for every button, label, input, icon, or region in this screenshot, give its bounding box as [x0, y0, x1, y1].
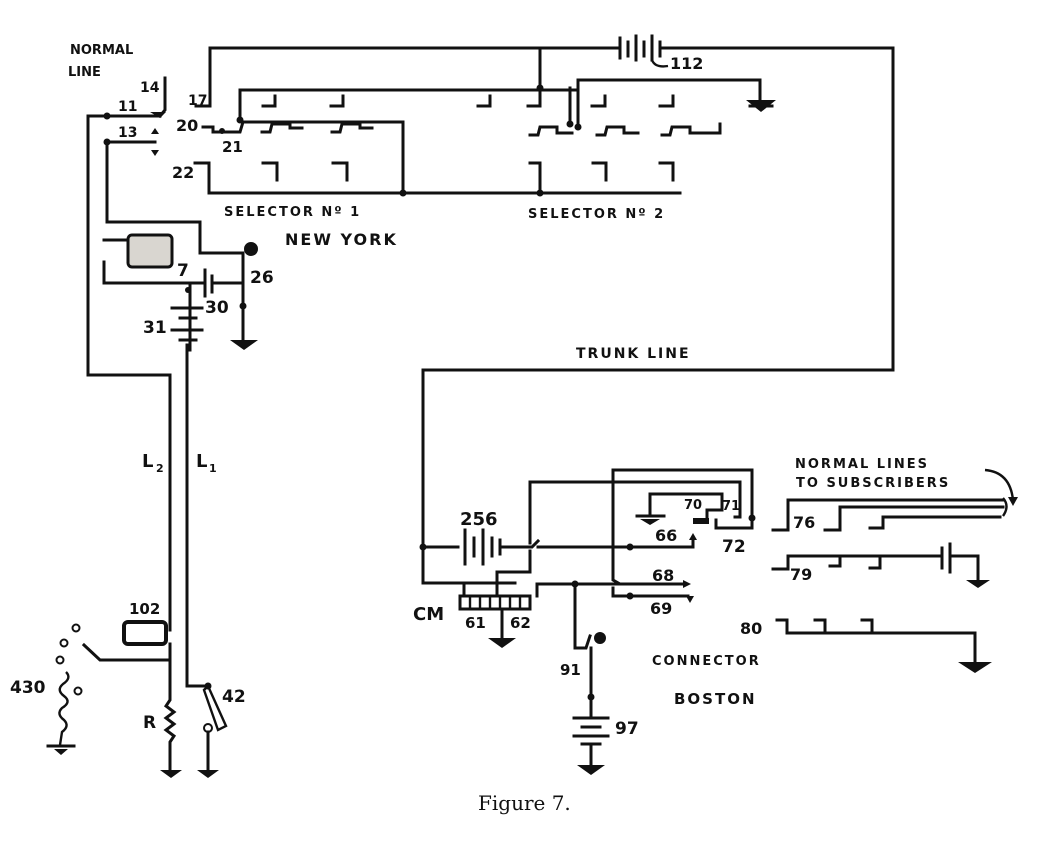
wire-13: [105, 140, 157, 222]
wire-79: [771, 554, 942, 571]
line-L2: [86, 373, 172, 632]
relay-66-armature: [693, 518, 709, 524]
selector-2-wipers: [528, 84, 722, 137]
contact-13-down: [151, 150, 159, 156]
ground-icon: [230, 340, 258, 350]
wire-80: [775, 618, 977, 664]
ground-icon: [488, 638, 516, 648]
coil-CM: [458, 594, 532, 611]
ref-71: 71: [722, 499, 740, 514]
ref-69: 69: [650, 599, 672, 618]
relay-7: [126, 233, 174, 269]
subscriber-station: [46, 343, 228, 778]
ref-30: 30: [205, 298, 229, 318]
ground-icon: [160, 770, 182, 778]
ref-70: 70: [684, 498, 702, 513]
line-L1: [185, 343, 210, 688]
contact-14: [150, 112, 166, 118]
wire-20-wiper: [201, 120, 405, 195]
ref-7: 7: [177, 261, 189, 281]
ref-80: 80: [740, 619, 762, 638]
ref-26: 26: [250, 268, 274, 288]
ref-42: 42: [222, 687, 246, 707]
ref-61: 61: [465, 614, 486, 632]
line-L1-sub: 1: [209, 462, 217, 475]
wire-20-upper: [238, 78, 762, 122]
contact-69: [686, 596, 694, 603]
ref-22: 22: [172, 163, 194, 182]
ref-20: 20: [176, 116, 198, 135]
boston-exchange: [419, 468, 1018, 775]
contact-91: [594, 632, 606, 644]
ref-11: 11: [118, 99, 137, 115]
battery-31: [170, 287, 204, 342]
switch-42: [202, 683, 228, 732]
boston-label: BOSTON: [674, 690, 757, 708]
normal-lines-label: TO SUBSCRIBERS: [796, 476, 950, 491]
ref-79: 79: [790, 565, 812, 584]
normal-line-label: NORMAL: [70, 43, 133, 58]
wire-22-bottom: [193, 161, 682, 195]
ref-91: 91: [560, 661, 581, 679]
ref-76: 76: [793, 513, 815, 532]
resistor-R: [163, 658, 177, 772]
wire-76: [771, 498, 1005, 532]
normal-lines-label: NORMAL LINES: [795, 457, 929, 472]
normal-line-label: LINE: [68, 65, 101, 80]
contact-68: [683, 580, 691, 588]
wire-91: [573, 582, 592, 650]
coil-windings: [468, 596, 522, 609]
selector-bank-lower: [261, 161, 675, 197]
line-L1-label: L: [196, 451, 207, 472]
wire-relay-7: [105, 220, 245, 255]
new-york-exchange: [86, 34, 895, 585]
battery-256: [463, 528, 502, 566]
battery-97: [572, 716, 610, 775]
line-L2-label: L: [142, 451, 153, 472]
ref-256: 256: [460, 509, 498, 530]
trunk-line-label: TRUNK LINE: [576, 346, 691, 362]
condenser-30: [188, 268, 242, 298]
wire-cm-68: [535, 582, 622, 598]
labels: NORMAL LINE 14 11 13 17 20 21 22 112 SEL…: [10, 43, 950, 815]
ref-CM: CM: [413, 604, 444, 625]
ground-icon: [197, 770, 219, 778]
ref-13: 13: [118, 125, 137, 141]
ground-icon: [958, 662, 992, 673]
bell-102: [122, 620, 168, 646]
ref-102: 102: [129, 600, 160, 618]
ref-62: 62: [510, 614, 531, 632]
ref-112: 112: [670, 54, 703, 73]
ref-14: 14: [140, 80, 160, 96]
ref-R: R: [143, 713, 156, 733]
ref-66: 66: [655, 526, 677, 545]
ref-68: 68: [652, 566, 674, 585]
ref-31: 31: [143, 318, 167, 338]
selector-2-label: SELECTOR Nº 2: [528, 207, 665, 222]
line-L2-sub: 2: [156, 462, 164, 475]
connector-label: CONNECTOR: [652, 654, 761, 669]
ground-icon: [577, 765, 605, 775]
wire-main-66: [536, 538, 695, 549]
ref-430: 430: [10, 678, 46, 698]
ground-icon: [966, 580, 990, 588]
selector-1-wipers: [219, 116, 374, 134]
new-york-label: NEW YORK: [285, 230, 398, 249]
selector-1-bank-upper: [261, 90, 675, 108]
relay-26-contact: [244, 242, 258, 256]
wire-70-71: [648, 492, 724, 520]
ref-97: 97: [615, 719, 639, 739]
figure-caption: Figure 7.: [478, 791, 571, 815]
wire-ringer: [81, 642, 172, 662]
dial-430: [46, 623, 83, 755]
ref-21: 21: [222, 138, 243, 156]
contact-13-up: [151, 128, 159, 134]
ref-72: 72: [722, 537, 746, 557]
ref-17: 17: [188, 93, 207, 109]
battery-112: [618, 34, 669, 68]
selector-1-label: SELECTOR Nº 1: [224, 205, 361, 220]
arrow-to-subscribers: [984, 468, 1015, 501]
